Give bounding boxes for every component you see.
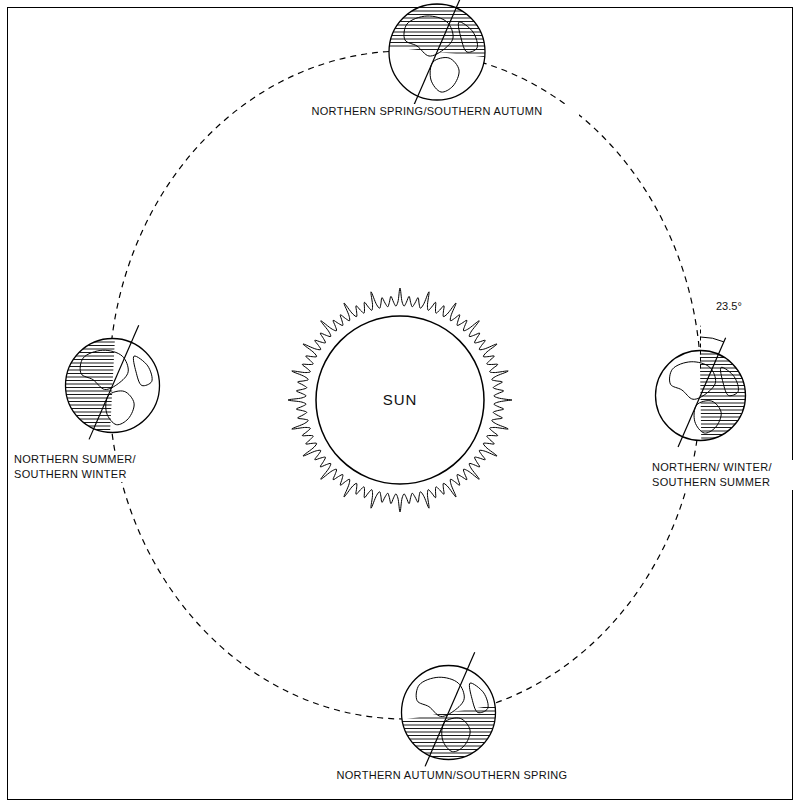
earth-globe: NORTHERN SUMMER/ SOUTHERN WINTER [12, 315, 183, 482]
angle-label: 23.5° [714, 300, 744, 312]
sun-corona [288, 288, 512, 512]
globe-drawing [378, 642, 519, 783]
earth-globe: NORTHERN AUTUMN/SOUTHERN SPRING [230, 642, 674, 783]
sun-circle: SUN [315, 315, 485, 485]
land-outline [416, 677, 464, 716]
earth-axis [413, 0, 464, 107]
land-outline [430, 58, 459, 93]
land-outline [441, 717, 469, 751]
land-outline [404, 16, 453, 56]
land-outline [133, 355, 152, 385]
land-outline [469, 682, 488, 712]
orbit-path [109, 51, 701, 719]
globe-drawing [42, 315, 183, 456]
season-label: NORTHERN AUTUMN/SOUTHERN SPRING [230, 768, 674, 783]
tilt-angle-arc [700, 337, 723, 342]
earth-axis [425, 652, 475, 766]
corona-outline [288, 288, 512, 512]
land-outline [458, 22, 477, 52]
season-label: NORTHERN SPRING/SOUTHERN AUTUMN [275, 104, 579, 119]
earth-axis [89, 325, 139, 439]
season-label: NORTHERN SUMMER/ SOUTHERN WINTER [12, 452, 166, 482]
land-outline [80, 350, 128, 389]
land-outline [105, 390, 133, 424]
season-label: NORTHERN/ WINTER/ SOUTHERN SUMMER [650, 460, 794, 490]
land-outline [720, 367, 738, 395]
earth-globe: NORTHERN SPRING/SOUTHERN AUTUMN [275, 0, 579, 124]
vertical-reference [700, 325, 701, 368]
earth-axis [678, 337, 726, 446]
land-outline [669, 361, 715, 399]
earth-globe: NORTHERN/ WINTER/ SOUTHERN SUMMER [633, 328, 795, 490]
sun-label: SUN [381, 390, 420, 410]
land-outline [694, 400, 721, 432]
globe-drawing [633, 328, 768, 463]
frame [8, 8, 793, 800]
